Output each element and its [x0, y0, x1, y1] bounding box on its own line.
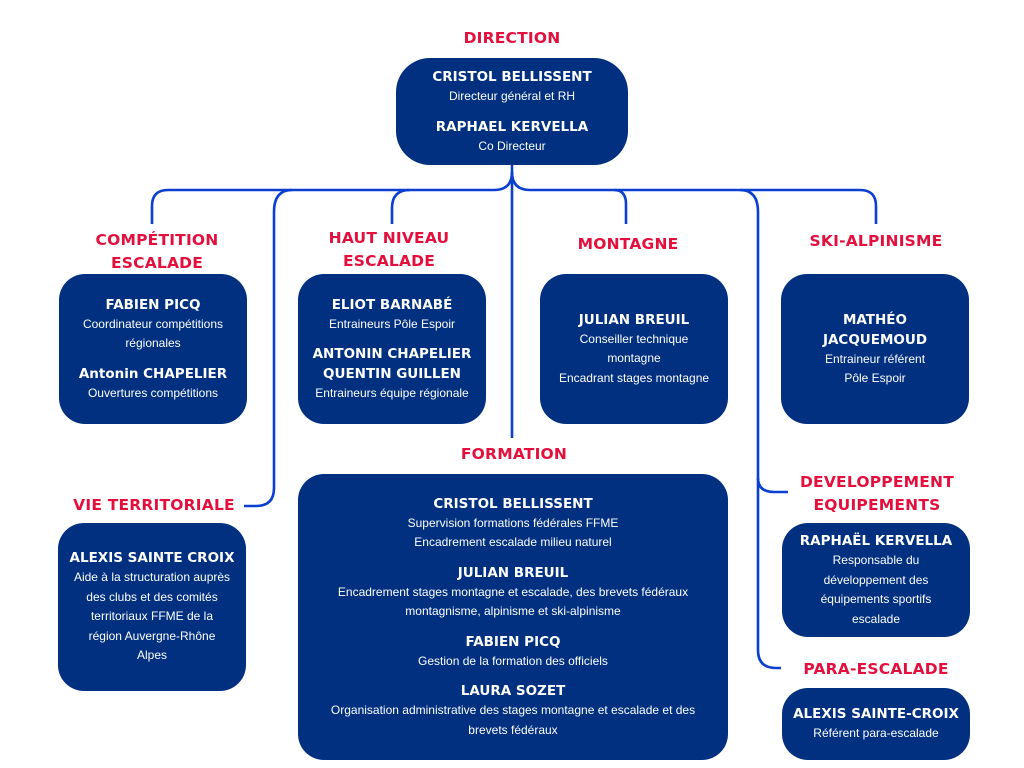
competition-box: FABIEN PICQ Coordinateur compétitions ré… — [59, 274, 247, 424]
connector-right-vertical — [739, 188, 781, 670]
haut-niveau-title: HAUT NIVEAU ESCALADE — [328, 229, 450, 270]
person-name: JULIAN BREUIL — [578, 311, 690, 328]
person-name: LAURA SOZET — [460, 683, 566, 700]
developpement-box: RAPHAËL KERVELLA Responsable du développ… — [782, 523, 970, 637]
person-name: Antonin CHAPELIER — [78, 365, 228, 382]
vie-territoriale-box: ALEXIS SAINTE CROIX Aide à la structurat… — [58, 523, 246, 691]
direction-title: DIRECTION — [463, 29, 561, 47]
connector-left-bus — [150, 171, 514, 224]
person-name: RAPHAEL KERVELLA — [435, 118, 589, 135]
person-name: FABIEN PICQ — [465, 633, 561, 650]
connector-developpement — [756, 477, 788, 494]
person-name: QUENTIN GUILLEN — [323, 366, 461, 382]
ski-alpinisme-box: MATHÉO JACQUEMOUD Entraineur référent Pô… — [781, 274, 969, 424]
person-name: JACQUEMOUD — [822, 331, 928, 348]
person-name: FABIEN PICQ — [105, 296, 201, 313]
vie-territoriale-title: VIE TERRITORIALE — [73, 496, 235, 514]
para-escalade-title: PARA-ESCALADE — [803, 660, 949, 678]
person-role: Directeur général et RH — [448, 89, 576, 103]
montagne-title: MONTAGNE — [577, 235, 679, 253]
connector-montagne — [613, 188, 628, 224]
competition-title: COMPÉTITION ESCALADE — [95, 231, 219, 272]
person-name: CRISTOL BELLISSENT — [432, 69, 592, 85]
person-name: JULIAN BREUIL — [457, 564, 569, 581]
connector-right-bus — [510, 171, 878, 224]
direction-box: CRISTOL BELLISSENT Directeur général et … — [396, 58, 628, 165]
ski-alpinisme-title: SKI-ALPINISME — [809, 232, 943, 250]
developpement-title: DEVELOPPEMENT EQUIPEMENTS — [799, 473, 954, 514]
formation-title: FORMATION — [460, 445, 568, 463]
person-name: RAPHAËL KERVELLA — [799, 533, 953, 549]
person-name: ALEXIS SAINTE-CROIX — [793, 706, 959, 723]
connector-vie-territoriale — [244, 188, 293, 508]
person-name: CRISTOL BELLISSENT — [433, 495, 593, 512]
person-name: ELIOT BARNABÉ — [331, 296, 453, 313]
para-escalade-box: ALEXIS SAINTE-CROIX Référent para-escala… — [782, 688, 970, 760]
connector-haut-niveau — [390, 188, 411, 224]
person-name: ALEXIS SAINTE CROIX — [69, 550, 235, 567]
person-name: MATHÉO — [842, 311, 908, 328]
haut-niveau-box: ELIOT BARNABÉ Entraineurs Pôle Espoir AN… — [298, 274, 486, 424]
montagne-box: JULIAN BREUIL Conseiller technique monta… — [540, 274, 728, 424]
person-role: Co Directeur — [478, 138, 546, 153]
person-name: ANTONIN CHAPELIER — [312, 346, 472, 362]
formation-box: CRISTOL BELLISSENT Supervision formation… — [298, 474, 728, 760]
